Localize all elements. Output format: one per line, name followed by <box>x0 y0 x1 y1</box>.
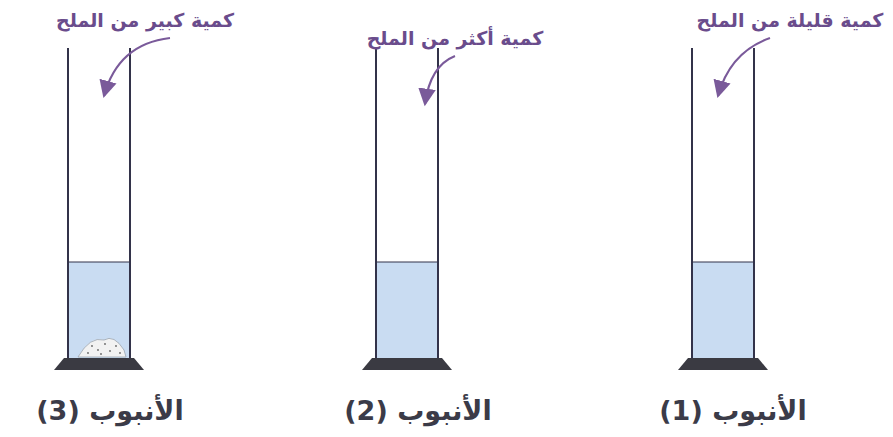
amount-label: كمية قليلة من الملح <box>697 9 884 31</box>
leader-arrow <box>718 38 770 96</box>
tube-label: الأنبوب (2) <box>344 395 491 426</box>
amount-label: كمية كبير من الملح <box>56 9 234 31</box>
leader-arrow <box>104 38 170 96</box>
tube-label: الأنبوب (1) <box>659 395 806 426</box>
tube-label: الأنبوب (3) <box>36 395 183 426</box>
amount-label: كمية أكثر من الملح <box>367 27 544 49</box>
leader-arrow <box>425 56 455 104</box>
